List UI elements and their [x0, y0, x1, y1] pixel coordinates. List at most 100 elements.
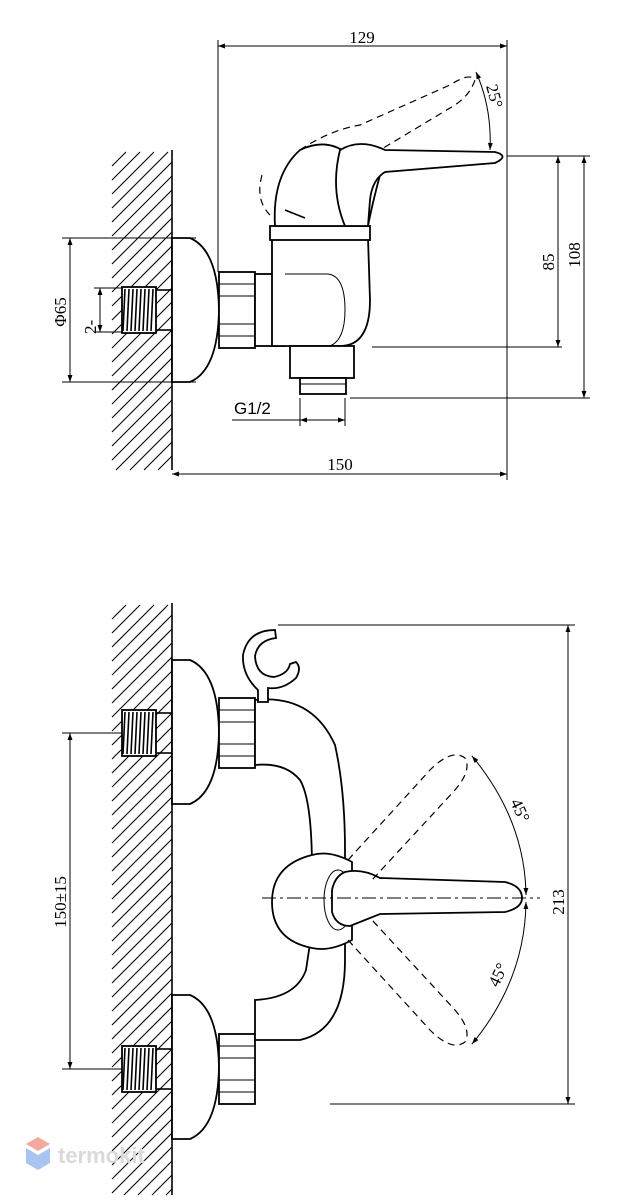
hatch-line [111, 399, 173, 461]
front-cartridge [271, 852, 353, 950]
thread-line [142, 1047, 146, 1091]
hatch-line [111, 978, 173, 1040]
hatch-line [111, 1076, 173, 1138]
dim-bottom-width-label: 150 [327, 455, 353, 474]
thread-line [122, 288, 126, 332]
side-nut [218, 271, 256, 349]
dim-bottom-width: 150 [172, 160, 508, 480]
hatch-line [157, 455, 173, 471]
thread-line [130, 1047, 134, 1091]
thread-line [146, 711, 150, 755]
hatch-line [111, 151, 141, 181]
thread-line [134, 711, 138, 755]
hatch-line [111, 656, 173, 718]
hatch-line [111, 217, 173, 279]
thread-line [150, 1047, 154, 1091]
dim-thread-note: 2- [81, 287, 122, 334]
hatch-line [111, 315, 173, 377]
hatch-line [111, 189, 173, 251]
hatch-line [111, 604, 127, 620]
thread-line [138, 1047, 142, 1091]
hatch-line [111, 936, 173, 998]
hatch-line [111, 604, 141, 634]
dim-total-height-label: 213 [549, 889, 568, 915]
dim-handle-angle: 25° [475, 71, 507, 151]
dim-angle-lower-label: 45° [484, 960, 511, 990]
hatch-line [111, 726, 173, 788]
thread-line [126, 288, 130, 332]
hatch-line [111, 1104, 173, 1166]
hatch-line [111, 614, 173, 676]
thread-line [130, 711, 134, 755]
side-view: 129 25° 85 108 Φ65 2- [51, 28, 590, 480]
dim-connection-spacing: 150±15 [51, 732, 122, 1070]
dim-outlet-thread: G1/2 [232, 398, 346, 426]
front-handle-left-outline [347, 754, 468, 881]
dim-top-width: 129 [217, 28, 508, 272]
front-nut-lower [218, 1033, 256, 1105]
dim-outlet-thread-label: G1/2 [234, 399, 271, 418]
side-inlet-thread [121, 286, 172, 334]
hatch-line [165, 1188, 173, 1196]
hatch-line [111, 604, 169, 662]
dim-height-inner-label: 85 [539, 254, 558, 271]
side-handle-raised-outline [299, 76, 476, 151]
dim-flange-diameter: Φ65 [51, 237, 196, 383]
hatch-line [111, 852, 173, 914]
dim-flange-diameter-label: Φ65 [51, 297, 70, 326]
hatch-line [151, 1174, 173, 1196]
dim-angle-upper-label: 45° [506, 796, 533, 826]
hatch-line [111, 782, 173, 844]
front-inlet-thread-lower [121, 1045, 172, 1093]
logo-wordmark: termokit [58, 1143, 145, 1168]
hatch-line [111, 175, 173, 237]
front-inlet-thread-upper [121, 709, 172, 757]
front-flange-lower [171, 994, 220, 1140]
dim-height-outer-label: 108 [565, 242, 584, 268]
hatch-line [123, 1146, 173, 1196]
hatch-line [111, 1132, 173, 1194]
thread-line [122, 1047, 126, 1091]
side-handle [335, 143, 504, 227]
hatch-line [111, 231, 173, 293]
hatch-line [111, 642, 173, 704]
hatch-line [111, 628, 173, 690]
hatch-line [111, 754, 173, 816]
front-wall-hatch [111, 604, 173, 1196]
hatch-line [111, 908, 173, 970]
thread-line [122, 711, 126, 755]
thread-line [134, 288, 138, 332]
thread-line [126, 711, 130, 755]
hatch-line [111, 604, 155, 648]
hatch-line [111, 161, 173, 223]
thread-line [142, 288, 146, 332]
hatch-line [111, 1062, 173, 1124]
hatch-line [111, 151, 127, 167]
hatch-line [111, 838, 173, 900]
hatch-line [137, 1160, 173, 1196]
front-wall [111, 603, 173, 1196]
hatch-line [111, 385, 173, 447]
hatch-line [115, 413, 173, 471]
hatch-line [111, 329, 173, 391]
hatch-line [111, 1118, 173, 1180]
hatch-line [143, 441, 173, 471]
front-flange-upper [171, 659, 220, 805]
side-outlet [289, 345, 355, 395]
dim-heights: 85 108 [350, 155, 590, 399]
hatch-line [111, 151, 155, 195]
hatch-line [111, 796, 173, 858]
thread-line [146, 1047, 150, 1091]
dim-top-width-label: 129 [349, 28, 375, 47]
front-nut-upper [218, 697, 256, 769]
hatch-line [111, 810, 173, 872]
dim-total-height: 213 [278, 624, 575, 1105]
thread-line [134, 1047, 138, 1091]
thread-line [130, 288, 134, 332]
hatch-line [111, 203, 173, 265]
hatch-line [111, 866, 173, 928]
hatch-line [111, 964, 173, 1026]
hatch-line [111, 151, 169, 209]
hatch-line [111, 824, 173, 886]
hatch-line [111, 950, 173, 1012]
